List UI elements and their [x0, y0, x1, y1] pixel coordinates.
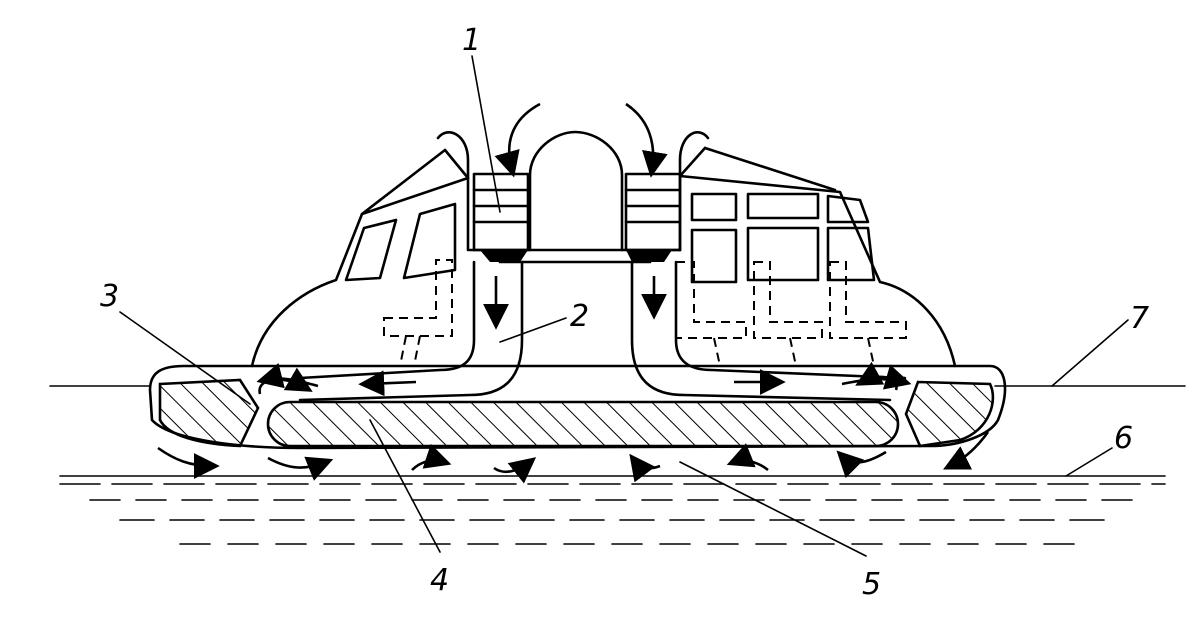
- label-2: 2: [570, 299, 589, 334]
- leader-lines: [119, 55, 1129, 557]
- lift-fan-right: [624, 172, 682, 262]
- cabin-windows: [344, 192, 876, 284]
- airflow-arrows: [157, 102, 990, 484]
- label-5: 5: [862, 567, 881, 602]
- label-7: 7: [1130, 301, 1149, 336]
- cushion-structure: [158, 378, 995, 448]
- label-1: 1: [462, 23, 481, 58]
- label-6: 6: [1114, 421, 1133, 456]
- air-duct: [298, 260, 907, 402]
- water-surface: [59, 475, 1166, 545]
- label-4: 4: [430, 563, 449, 598]
- label-3: 3: [100, 279, 119, 314]
- lift-fan-left: [472, 172, 530, 262]
